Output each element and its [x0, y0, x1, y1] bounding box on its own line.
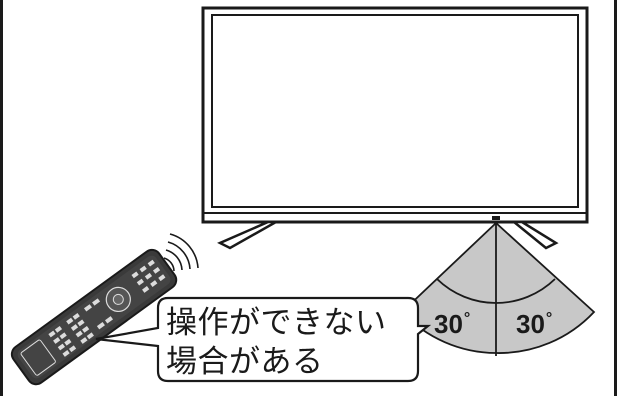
angle-right-value: 30 — [516, 309, 545, 339]
reception-angle-sectors — [400, 221, 596, 356]
remote-ok-button — [112, 293, 124, 305]
angle-left-value: 30 — [434, 309, 463, 339]
remote-face — [17, 255, 171, 379]
tv-stand-right — [510, 220, 559, 250]
remote-buttons — [48, 259, 166, 357]
remote-control — [10, 248, 178, 386]
callout-line-2: 場合がある — [166, 344, 324, 380]
callout-text: 操作ができない 場合がある — [166, 304, 406, 382]
warning-callout-bubble — [95, 296, 432, 383]
callout-bubble-shape — [95, 296, 432, 383]
angle-label-left: 30° — [434, 309, 470, 340]
tv-stand-left — [217, 220, 281, 250]
angle-arc — [436, 278, 556, 304]
tv-screen — [211, 14, 579, 208]
signal-waves — [163, 233, 199, 272]
remote-bottom-panel — [20, 339, 56, 376]
ir-sensor — [492, 216, 500, 220]
degree-symbol-right: ° — [545, 310, 553, 327]
television — [201, 6, 589, 250]
degree-symbol-left: ° — [463, 310, 471, 327]
callout-line-1: 操作ができない — [166, 305, 387, 341]
angle-label-right: 30° — [516, 309, 552, 340]
reception-sector — [400, 221, 596, 354]
